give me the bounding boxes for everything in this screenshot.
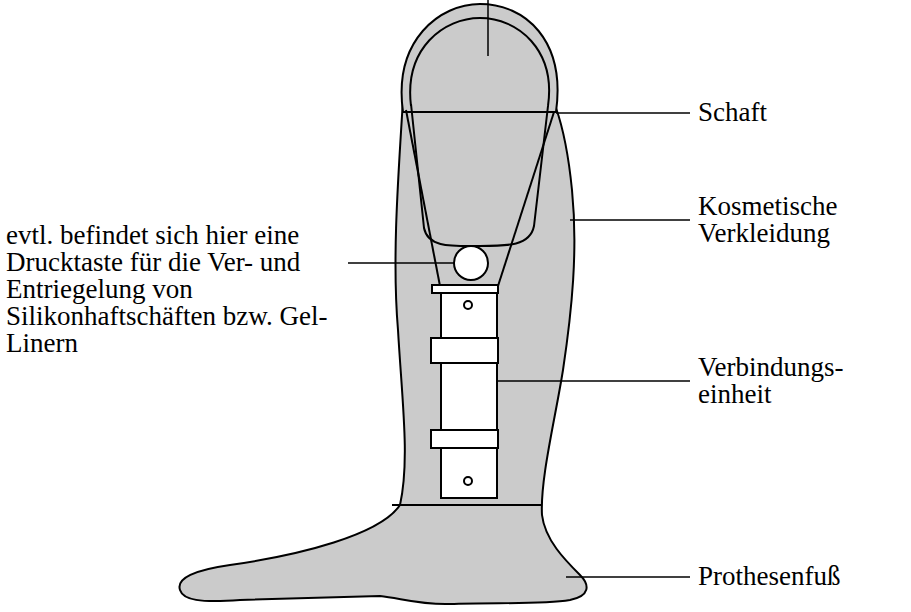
part-label: Verbindungs- einheit (698, 354, 903, 408)
cosmetic-cover (179, 100, 586, 604)
socket-wall (406, 110, 440, 286)
socket-rim (402, 4, 558, 112)
pylon-clamp (431, 338, 498, 363)
note-label: evtl. befindet sich hier eine Drucktaste… (6, 222, 342, 357)
pylon-hole (464, 477, 472, 485)
socket-inner-rim (410, 18, 549, 106)
pylon-hole (464, 301, 472, 309)
part-label: Kosmetische Verkleidung (698, 193, 903, 247)
socket-wall (498, 112, 554, 286)
leader-line (348, 262, 454, 264)
leader-line (570, 219, 690, 221)
pylon-clamp (431, 430, 498, 448)
ankle-line (392, 504, 541, 506)
socket-inner-cup (411, 104, 548, 246)
leader-line (556, 112, 690, 114)
leader-line (498, 380, 690, 382)
pylon-tube (441, 290, 497, 498)
pylon-adapter (432, 285, 498, 293)
release-button (454, 246, 488, 280)
leader-line (487, 0, 489, 56)
part-label: Prothesenfuß (698, 563, 903, 590)
part-label: Schaft (698, 99, 903, 126)
leader-line (566, 576, 690, 578)
